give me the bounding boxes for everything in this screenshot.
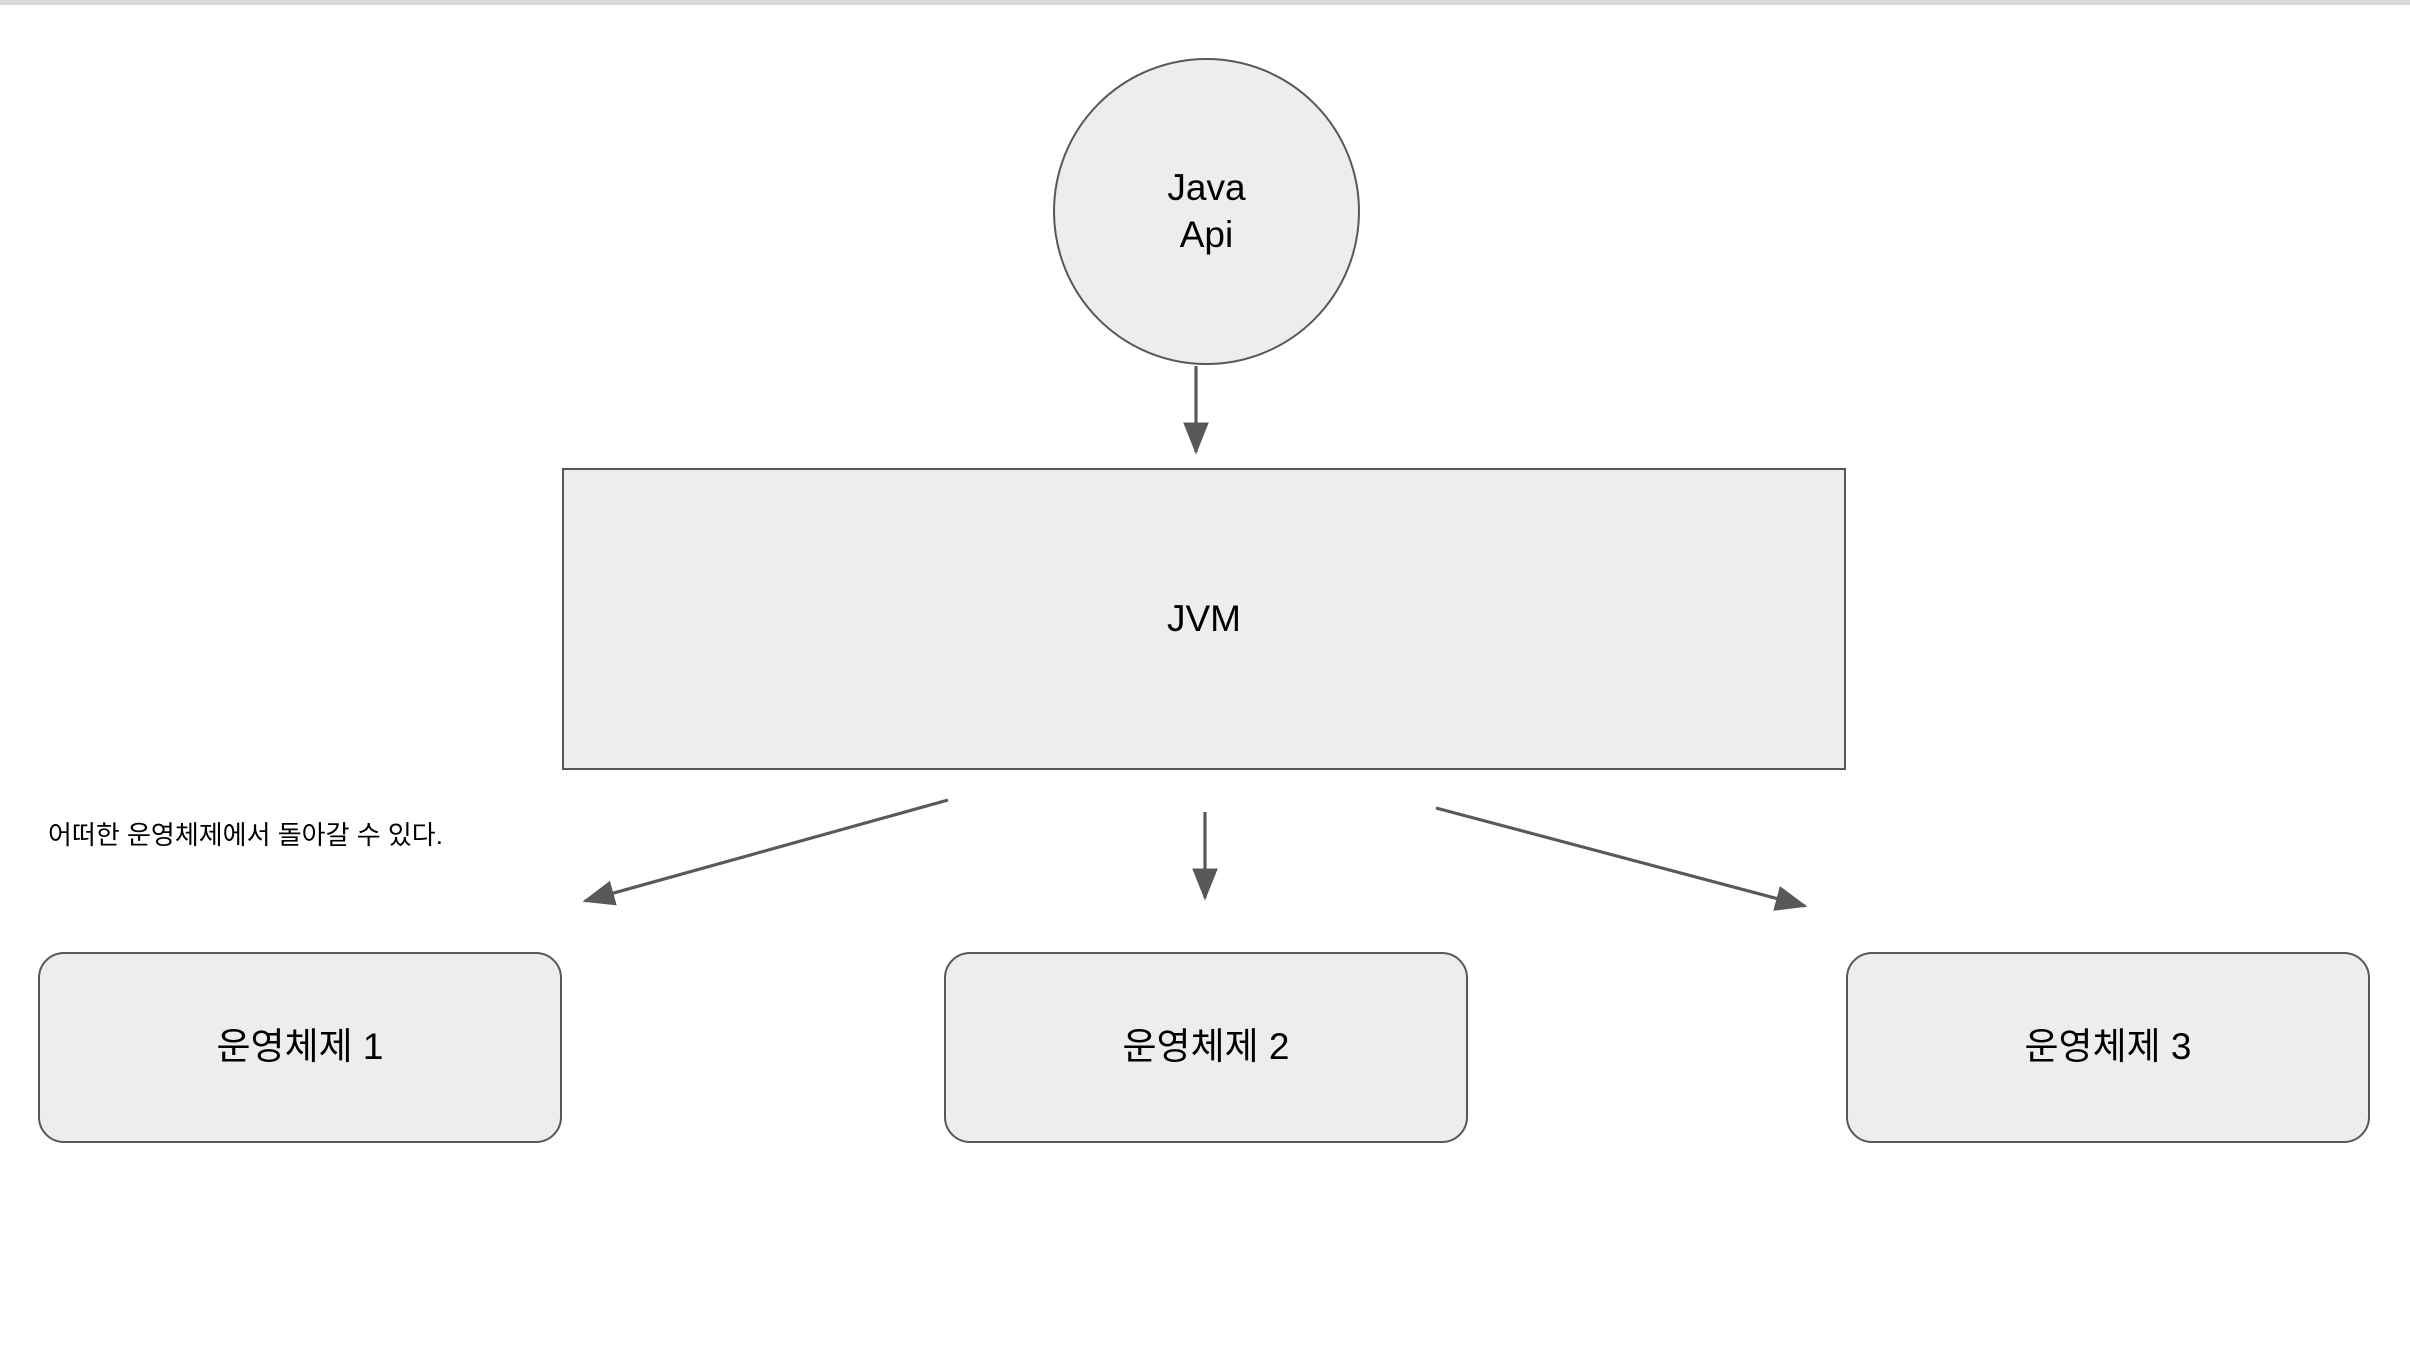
node-os2-label: 운영체제 2 — [1122, 1026, 1290, 1068]
node-java-api-label-line1: Java — [1167, 167, 1246, 209]
node-jvm[interactable]: JVM — [562, 468, 1846, 770]
node-jvm-label: JVM — [1167, 597, 1241, 639]
edge-jvm-to-os3 — [1435, 806, 1808, 911]
node-os3[interactable]: 운영체제 3 — [1846, 952, 2370, 1143]
node-os1[interactable]: 운영체제 1 — [38, 952, 562, 1143]
node-os1-label: 운영체제 1 — [216, 1026, 384, 1068]
node-os2[interactable]: 운영체제 2 — [944, 952, 1468, 1143]
node-java-api[interactable]: Java Api — [1053, 58, 1360, 365]
node-java-api-label-line2: Api — [1179, 213, 1234, 255]
node-java-api-label: Java Api — [1167, 165, 1245, 258]
edge-jvm-to-os1 — [582, 798, 949, 906]
node-os3-label: 운영체제 3 — [2024, 1026, 2192, 1068]
top-border-band — [0, 0, 2410, 5]
annotation-text: 어떠한 운영체제에서 돌아갈 수 있다. — [48, 820, 443, 850]
